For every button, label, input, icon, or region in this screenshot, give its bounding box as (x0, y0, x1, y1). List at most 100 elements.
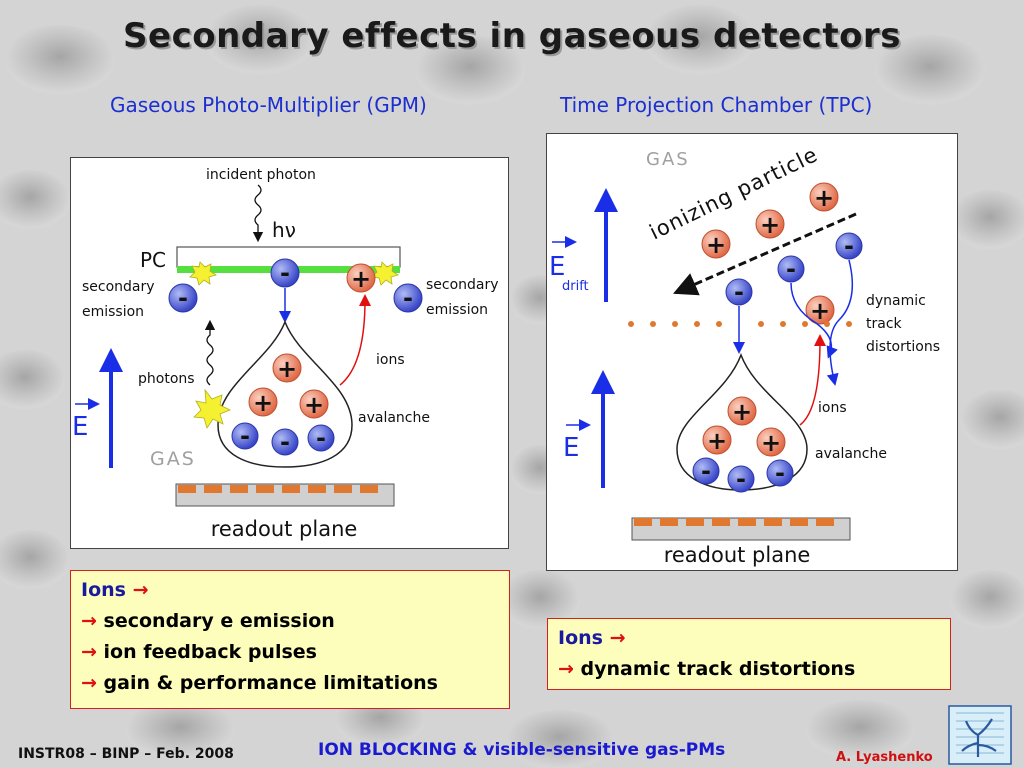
ion-aval-1: + (272, 353, 302, 383)
svg-text:+: + (253, 389, 273, 417)
incident-photon-wave (252, 184, 264, 243)
secondary-emission-right-line1: secondary (426, 277, 499, 293)
tpc-ion-2: + (755, 209, 785, 239)
distorted-path-1 (826, 259, 854, 386)
svg-text:-: - (316, 424, 326, 452)
dtd-line1: dynamic (866, 293, 926, 309)
emission-flash-left (189, 261, 217, 286)
emission-flash-right (371, 261, 399, 286)
ion-feedback-arrow (339, 294, 371, 386)
gpm-heading: Gaseous Photo-Multiplier (GPM) (110, 93, 427, 117)
gpm-box-item: → gain & performance limitations (81, 672, 438, 694)
gpm-avalanche-label: avalanche (358, 410, 430, 426)
tpc-aval-electron-1: - (692, 457, 720, 485)
gating-dots (628, 321, 852, 327)
svg-text:+: + (732, 398, 752, 426)
svg-text:+: + (814, 184, 834, 212)
electron-aval-2: - (271, 428, 299, 456)
ion-pc: + (346, 263, 376, 293)
svg-text:-: - (775, 459, 785, 487)
drift-subscript: drift (562, 279, 589, 294)
tpc-box-head: Ions (558, 627, 603, 649)
dtd-line2: track (866, 316, 903, 332)
gpm-field-label: E (72, 412, 88, 442)
tpc-aval-ion-2: + (702, 425, 732, 455)
svg-text:-: - (701, 457, 711, 485)
tpc-electron-1: - (835, 232, 863, 260)
pc-label: PC (140, 248, 166, 272)
electron-right: - (393, 283, 423, 313)
svg-text:-: - (280, 259, 290, 287)
tpc-box-item: → dynamic track distortions (558, 658, 856, 680)
tpc-ion-3: + (701, 229, 731, 259)
svg-text:-: - (240, 422, 250, 450)
institution-logo (948, 705, 1012, 765)
tpc-readout-pads (631, 517, 851, 541)
svg-text:-: - (280, 428, 290, 456)
tpc-drift-field-label: E (549, 252, 565, 282)
gpm-gas-label: GAS (150, 448, 196, 470)
footer-author: A. Lyashenko (836, 750, 933, 765)
tpc-box-head-arrow: → (609, 627, 626, 649)
tpc-aval-electron-2: - (727, 465, 755, 493)
footer-topic: ION BLOCKING & visible-sensitive gas-PMs (318, 740, 726, 760)
tpc-ions-label: ions (818, 400, 847, 416)
tpc-aval-ion-3: + (756, 427, 786, 457)
distorted-path-2 (790, 282, 838, 359)
photons-label: photons (138, 371, 195, 387)
footer-conference: INSTR08 – BINP – Feb. 2008 (18, 746, 234, 762)
secondary-emission-right-line2: emission (426, 302, 488, 318)
svg-text:+: + (351, 265, 371, 293)
h-nu-label: hν (272, 218, 296, 242)
incident-photon-label: incident photon (206, 167, 316, 183)
electron-aval-1: - (231, 422, 259, 450)
dtd-line3: distortions (866, 339, 940, 355)
ionizing-particle-track (673, 212, 857, 296)
secondary-emission-left-line2: emission (82, 304, 144, 320)
tpc-avalanche-label: avalanche (815, 446, 887, 462)
secondary-emission-left-line1: secondary (82, 279, 155, 295)
svg-text:-: - (844, 232, 854, 260)
svg-text:+: + (810, 297, 830, 325)
tpc-readout-label: readout plane (664, 543, 811, 567)
gpm-readout-label: readout plane (211, 517, 358, 541)
svg-text:-: - (403, 284, 413, 312)
tpc-aval-electron-3: - (766, 459, 794, 487)
tpc-ion-drifting: + (805, 295, 835, 325)
gpm-box-head-arrow: → (132, 579, 149, 601)
svg-text:+: + (760, 211, 780, 239)
electron-left: - (168, 283, 198, 313)
slide-title: Secondary effects in gaseous detectors (123, 16, 901, 56)
svg-text:+: + (304, 391, 324, 419)
tpc-field-label: E (563, 433, 579, 463)
gpm-box-item: → ion feedback pulses (81, 641, 317, 663)
gpm-ions-label: ions (376, 352, 405, 368)
svg-text:-: - (734, 278, 744, 306)
ion-aval-2: + (248, 387, 278, 417)
tpc-aval-ion-1: + (727, 396, 757, 426)
svg-text:+: + (761, 429, 781, 457)
gpm-ions-box: Ions → → secondary e emission → ion feed… (70, 570, 510, 709)
ion-aval-3: + (299, 389, 329, 419)
avalanche-photon-flash (193, 388, 231, 429)
svg-text:+: + (706, 231, 726, 259)
svg-text:-: - (786, 255, 796, 283)
tpc-ion-feedback-arrow (799, 334, 826, 426)
gpm-box-item: → secondary e emission (81, 610, 335, 632)
tpc-electron-2: - (777, 255, 805, 283)
tpc-heading: Time Projection Chamber (TPC) (560, 93, 873, 117)
svg-text:-: - (178, 284, 188, 312)
svg-text:-: - (736, 465, 746, 493)
svg-text:+: + (707, 427, 727, 455)
tpc-gas-label: GAS (646, 149, 690, 170)
electron-pc: - (270, 258, 300, 288)
tpc-ion-1: + (809, 182, 839, 212)
gpm-box-head: Ions (81, 579, 126, 601)
tpc-ions-box: Ions → → dynamic track distortions (547, 618, 951, 690)
tpc-electron-3: - (725, 278, 753, 306)
svg-text:+: + (277, 355, 297, 383)
photon-wave (204, 319, 216, 386)
electron-aval-3: - (307, 424, 335, 452)
gpm-readout-pads (175, 483, 395, 507)
